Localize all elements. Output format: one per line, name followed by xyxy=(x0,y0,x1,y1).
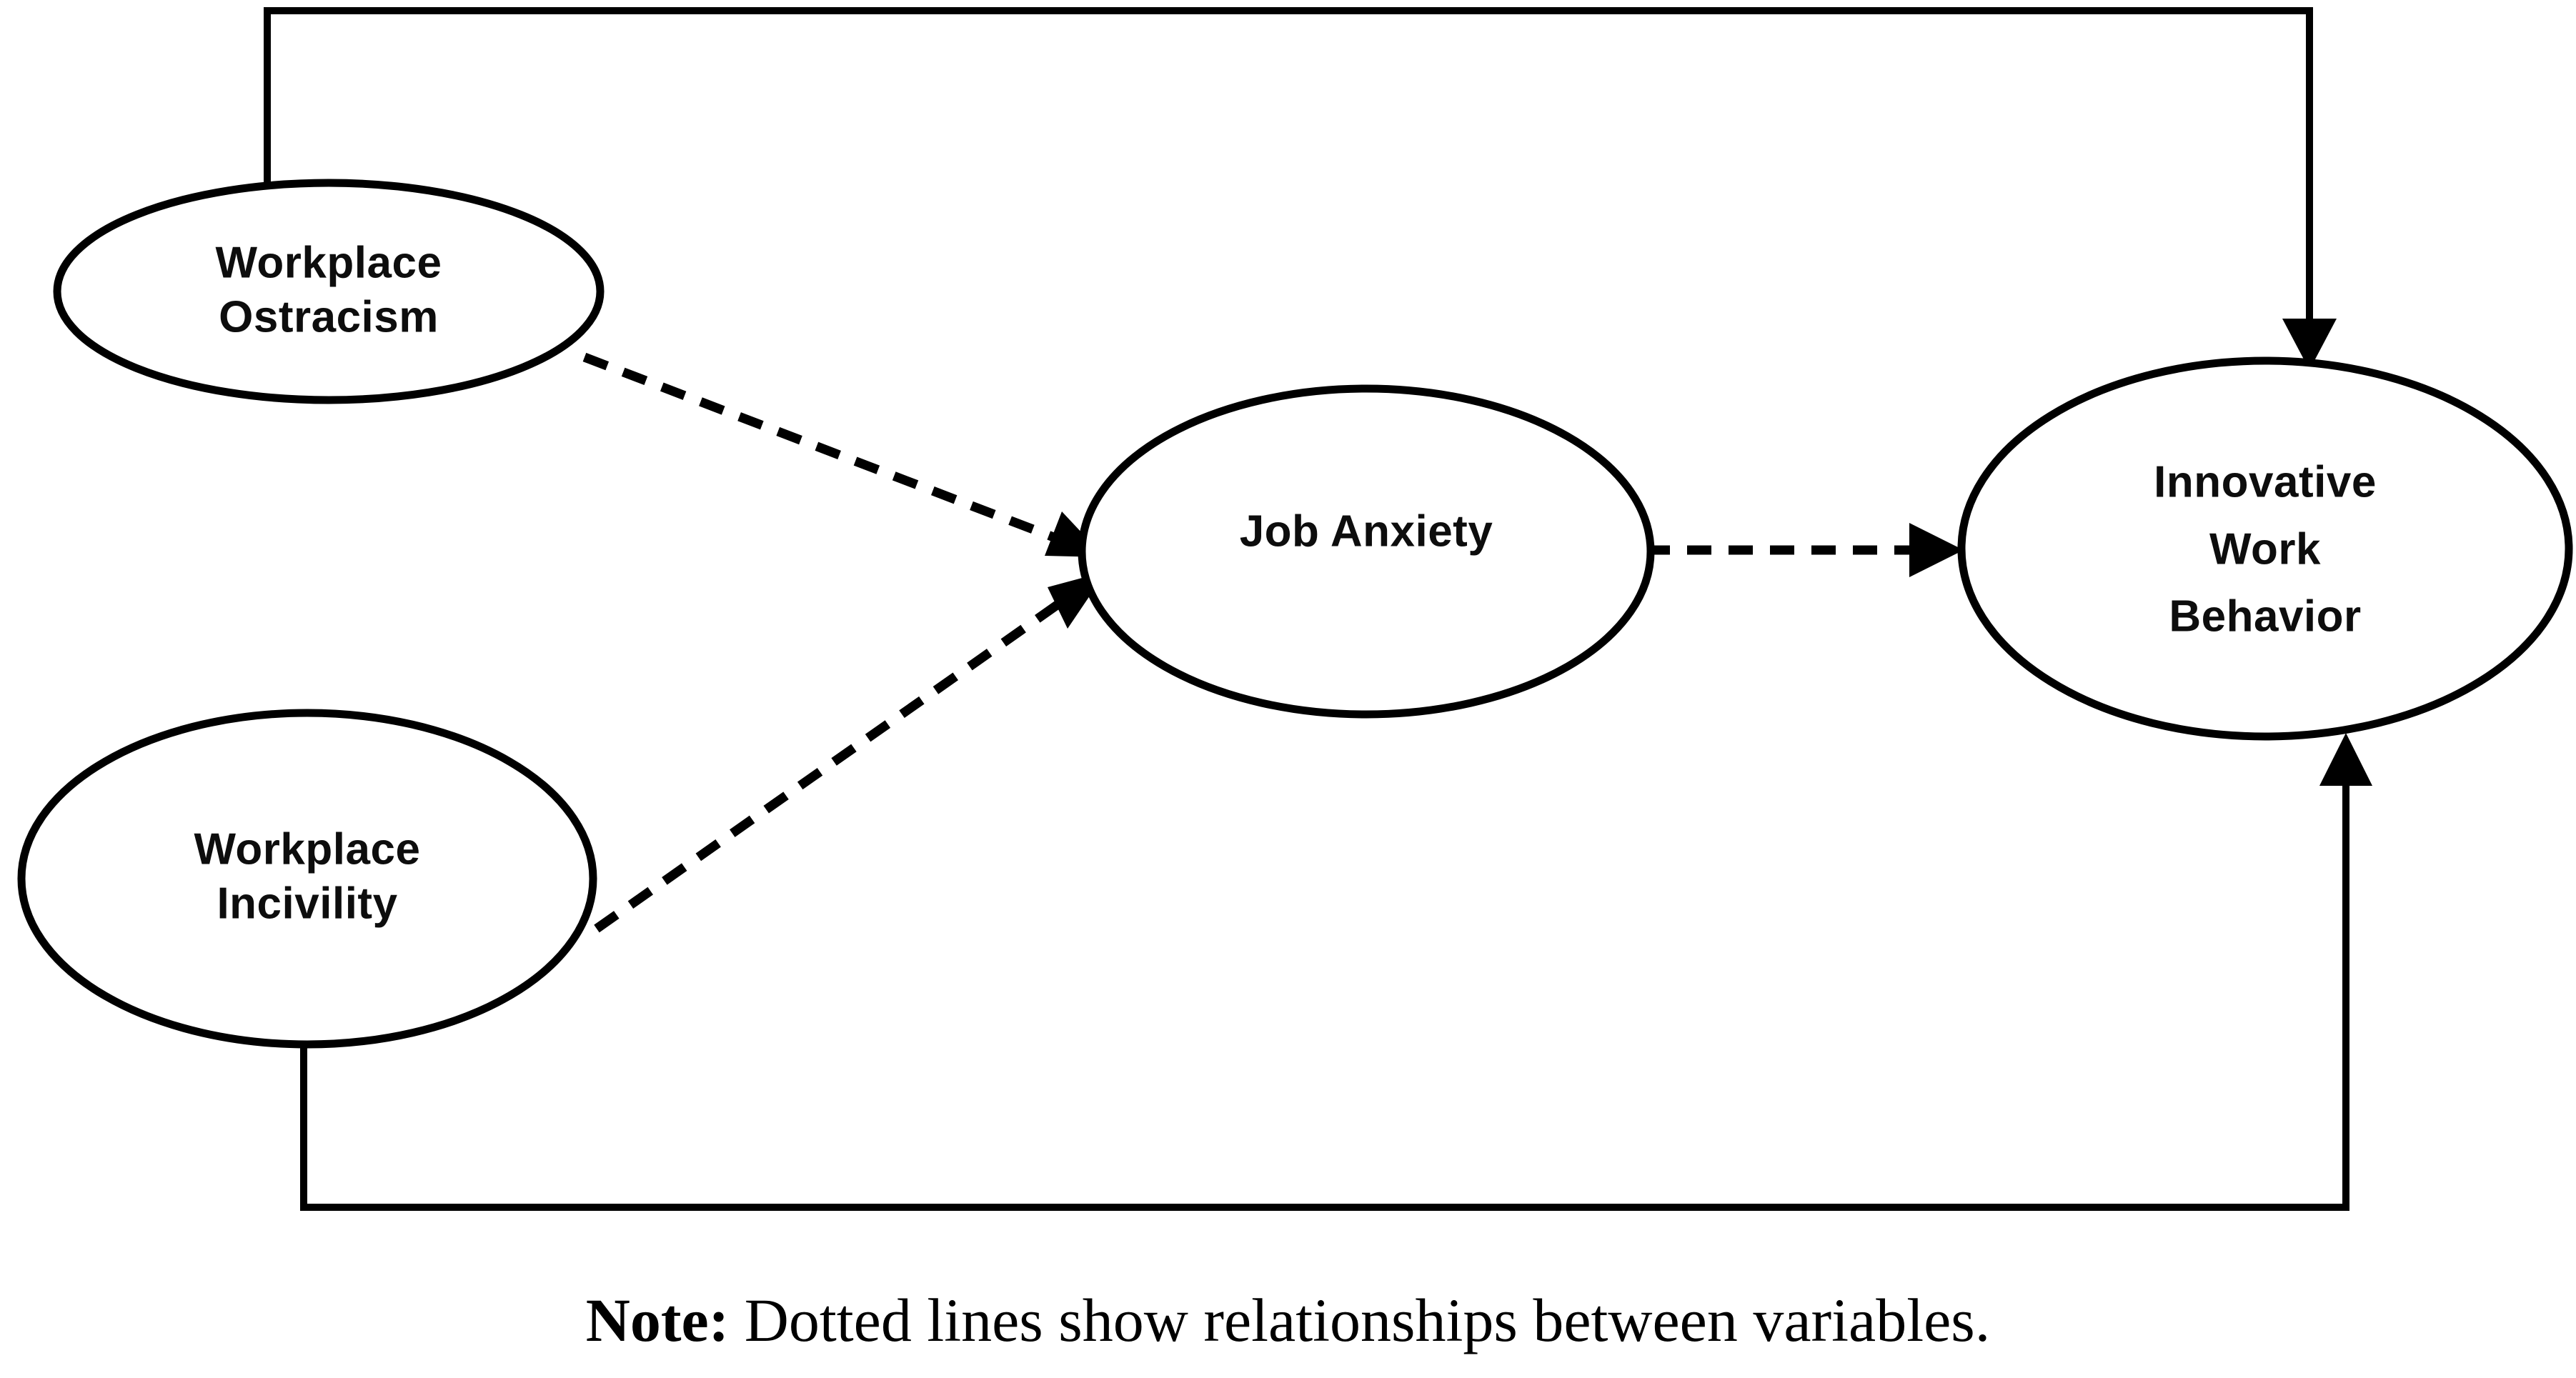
node-workplace-ostracism[interactable]: Workplace Ostracism xyxy=(53,179,605,404)
edge-incivility-to-iwb-line xyxy=(300,779,2349,1211)
edge-ostracism-to-iwb-arrowhead xyxy=(2282,319,2337,370)
node-innovative-work-behavior-label-line3: Behavior xyxy=(2169,591,2361,641)
edge-incivility-to-iwb-arrowhead xyxy=(2319,733,2372,786)
node-innovative-work-behavior-label-line2: Work xyxy=(2209,524,2321,574)
node-workplace-incivility-shape[interactable] xyxy=(17,709,597,1049)
diagram-note-label: Note: xyxy=(585,1286,730,1354)
node-workplace-ostracism-shape[interactable] xyxy=(53,179,605,404)
node-innovative-work-behavior-label-line1: Innovative xyxy=(2154,457,2377,506)
node-job-anxiety-shape[interactable] xyxy=(1078,384,1655,719)
node-job-anxiety[interactable]: Job Anxiety xyxy=(1078,384,1655,719)
edge-ostracism-to-job-anxiety-line xyxy=(582,352,1067,546)
diagram-note: Note: Dotted lines show relationships be… xyxy=(0,1284,2576,1356)
edge-incivility-to-job-anxiety-line xyxy=(594,594,1069,933)
node-workplace-ostracism-label-line2: Ostracism xyxy=(219,292,439,341)
edge-ostracism-to-job-anxiety xyxy=(582,352,1105,557)
node-innovative-work-behavior-shape[interactable] xyxy=(1957,356,2573,741)
edge-ostracism-to-iwb-line xyxy=(264,7,2313,329)
edge-job-anxiety-to-iwb xyxy=(1646,523,1964,577)
diagram-note-text: Dotted lines show relationships between … xyxy=(729,1286,1991,1354)
edge-ostracism-to-iwb xyxy=(264,7,2337,370)
edge-incivility-to-iwb xyxy=(300,733,2372,1211)
edge-job-anxiety-to-iwb-arrowhead xyxy=(1909,523,1964,577)
node-workplace-incivility[interactable]: Workplace Incivility xyxy=(17,709,597,1049)
node-workplace-ostracism-label-line1: Workplace xyxy=(216,238,442,287)
node-job-anxiety-label-line1: Job Anxiety xyxy=(1240,506,1493,556)
edge-incivility-to-job-anxiety xyxy=(594,571,1106,933)
node-workplace-incivility-label-line1: Workplace xyxy=(194,824,421,874)
node-innovative-work-behavior[interactable]: Innovative Work Behavior xyxy=(1957,356,2573,741)
node-workplace-incivility-label-line2: Incivility xyxy=(217,879,397,928)
